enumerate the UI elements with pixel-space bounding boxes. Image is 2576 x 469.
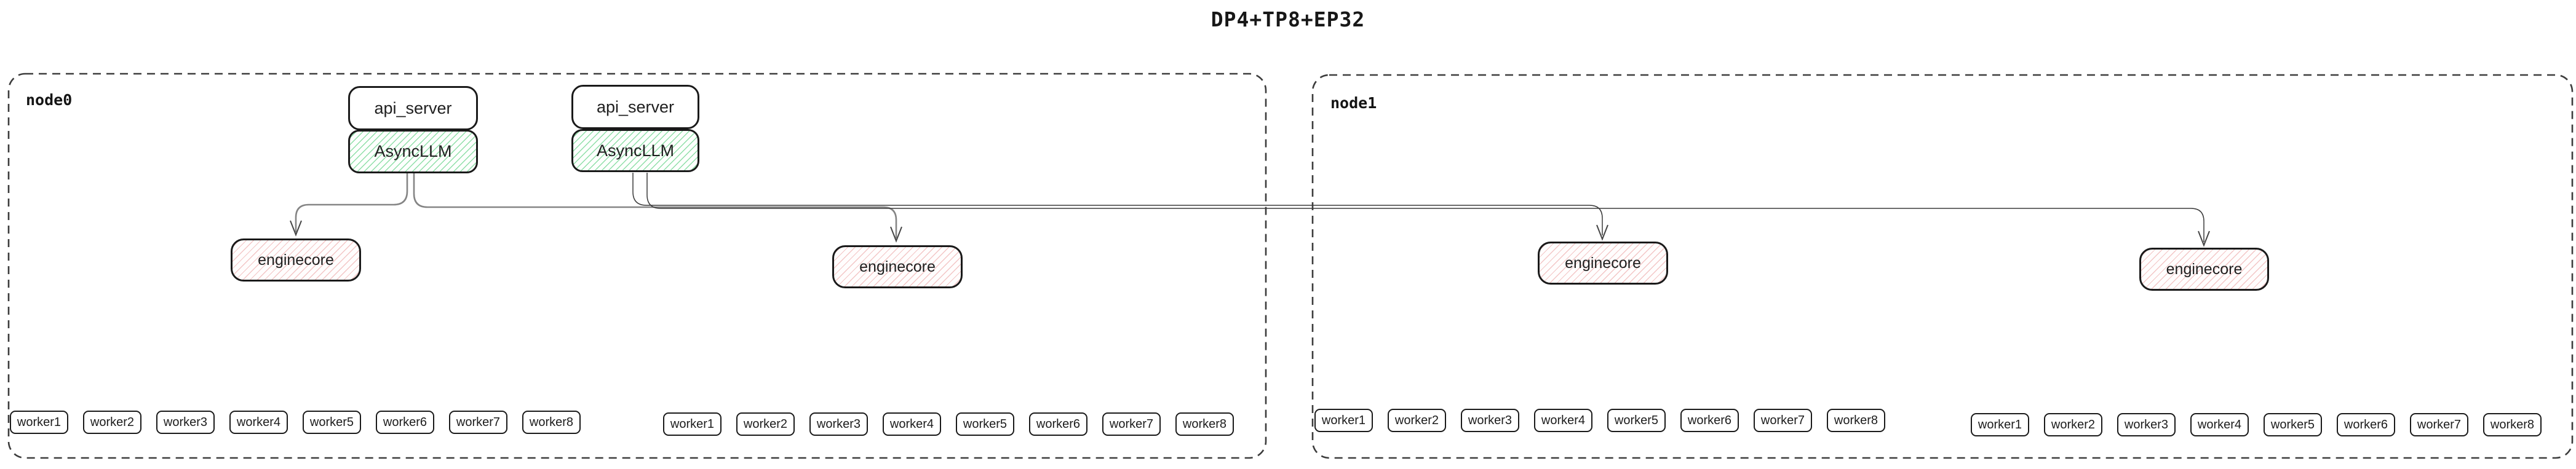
worker-group-node0-1: worker1 worker2 worker3 worker4 worker5 worke… xyxy=(10,411,581,434)
worker-box: worker5 xyxy=(1607,409,1666,432)
worker-box: worker5 xyxy=(303,411,361,434)
worker-box: worker1 xyxy=(663,412,722,436)
worker-box: worker6 xyxy=(1029,412,1087,436)
worker-box: worker1 xyxy=(10,411,68,434)
worker-box: worker7 xyxy=(2410,413,2468,436)
arrowhead-enginecore4 xyxy=(2198,231,2210,247)
worker-box: worker3 xyxy=(809,412,868,436)
arrowhead-enginecore3 xyxy=(1596,224,1608,241)
node0-label: node0 xyxy=(26,91,73,109)
worker-box: worker3 xyxy=(156,411,215,434)
worker-box: worker8 xyxy=(2483,413,2542,436)
worker-box: worker2 xyxy=(83,411,141,434)
worker-box: worker1 xyxy=(1971,413,2029,436)
asyncllm-box-1: AsyncLLM xyxy=(348,130,478,173)
edge-asyncllm2-enginecore4 xyxy=(646,173,2204,242)
worker-box: worker4 xyxy=(883,412,941,436)
worker-box: worker6 xyxy=(376,411,434,434)
worker-box: worker6 xyxy=(1680,409,1739,432)
api-server-box-1: api_server xyxy=(348,86,478,130)
enginecore-box-2: enginecore xyxy=(832,245,963,288)
api-server-box-2: api_server xyxy=(571,85,699,129)
worker-box: worker7 xyxy=(449,411,507,434)
worker-box: worker5 xyxy=(956,412,1014,436)
worker-box: worker2 xyxy=(2044,413,2102,436)
worker-group-node1-2: worker1 worker2 worker3 worker4 worker5 worke… xyxy=(1971,413,2542,436)
edge-asyncllm1-enginecore1 xyxy=(295,173,408,232)
worker-box: worker4 xyxy=(1534,409,1592,432)
node1-label: node1 xyxy=(1330,94,1377,112)
edge-asyncllm2-enginecore3 xyxy=(632,173,1603,235)
worker-box: worker4 xyxy=(229,411,288,434)
worker-box: worker2 xyxy=(736,412,795,436)
worker-box: worker6 xyxy=(2337,413,2395,436)
worker-box: worker4 xyxy=(2190,413,2249,436)
worker-box: worker1 xyxy=(1314,409,1373,432)
diagram-title: DP4+TP8+EP32 xyxy=(1210,7,1366,31)
worker-box: worker3 xyxy=(2117,413,2176,436)
worker-box: worker7 xyxy=(1102,412,1161,436)
worker-box: worker8 xyxy=(522,411,581,434)
enginecore-box-3: enginecore xyxy=(1538,242,1668,285)
arrowhead-enginecore1 xyxy=(290,220,302,237)
worker-box: worker3 xyxy=(1461,409,1519,432)
asyncllm-box-2: AsyncLLM xyxy=(571,129,699,172)
worker-box: worker7 xyxy=(1754,409,1812,432)
worker-group-node0-2: worker1 worker2 worker3 worker4 worker5 worke… xyxy=(663,412,1234,436)
worker-box: worker5 xyxy=(2264,413,2322,436)
node1-dashed-border xyxy=(1311,74,2574,459)
edge-asyncllm1-enginecore2 xyxy=(413,173,897,238)
worker-box: worker8 xyxy=(1827,409,1885,432)
enginecore-box-1: enginecore xyxy=(231,238,361,282)
enginecore-box-4: enginecore xyxy=(2139,248,2269,291)
worker-box: worker8 xyxy=(1175,412,1234,436)
worker-box: worker2 xyxy=(1388,409,1446,432)
arrowhead-enginecore2 xyxy=(890,226,902,243)
worker-group-node1-1: worker1 worker2 worker3 worker4 worker5 worke… xyxy=(1314,409,1885,432)
